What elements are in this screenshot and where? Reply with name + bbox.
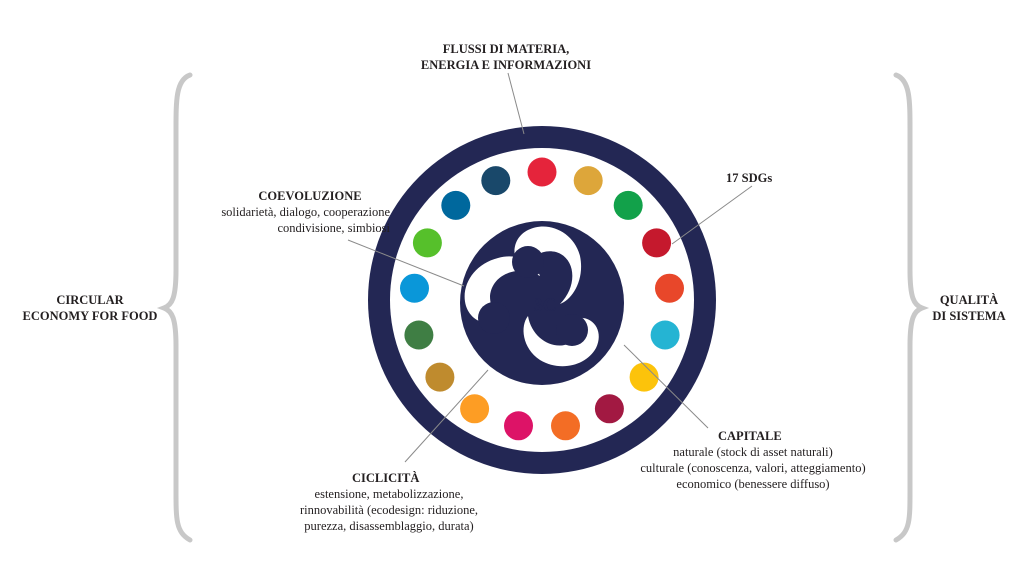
capitale-title: CAPITALE: [718, 429, 782, 443]
right-bracket-line1: QUALITÀ: [939, 293, 999, 307]
sdg-dot: [642, 228, 672, 258]
coevoluzione-title: COEVOLUZIONE: [258, 189, 362, 203]
sdg-dot: [404, 320, 434, 350]
sdgs-label: 17 SDGs: [726, 171, 773, 185]
sdg-dots-ring: [400, 157, 684, 441]
ciclicita-line3: purezza, disassemblaggio, durata): [304, 519, 474, 533]
leader-flussi: [507, 72, 525, 135]
sdg-dot: [613, 190, 643, 220]
left-bracket-line1: CIRCULAR: [56, 293, 124, 307]
sdg-dot: [504, 411, 533, 441]
sdg-dot: [655, 273, 684, 303]
left-bracket-line2: ECONOMY FOR FOOD: [22, 309, 158, 323]
sdg-dot: [412, 228, 442, 258]
coevoluzione-line1: solidarietà, dialogo, cooperazione: [221, 205, 390, 219]
sdg-dot: [629, 362, 659, 392]
leader-ciclicita: [404, 369, 489, 463]
right-bracket-label: QUALITÀ DI SISTEMA: [916, 292, 1022, 324]
ciclicita-title: CICLICITÀ: [352, 471, 420, 485]
leader-sdgs: [671, 185, 753, 245]
ciclicita-line1: estensione, metabolizzazione,: [314, 487, 464, 501]
coevoluzione-line2: condivisione, simbiosi: [277, 221, 391, 235]
capitale-line1: naturale (stock di asset naturali): [673, 445, 833, 459]
sdg-dot: [441, 190, 471, 220]
sdg-dot: [481, 166, 511, 196]
sdg-dot: [527, 157, 557, 187]
tomoe-swirl-right: [523, 316, 599, 367]
sdg-dot: [650, 320, 680, 350]
capitale-line2: culturale (conoscenza, valori, atteggiam…: [640, 461, 866, 475]
sdg-dot: [400, 273, 429, 303]
tomoe-swirls: [464, 226, 599, 367]
capitale-block: CAPITALE naturale (stock di asset natura…: [612, 428, 894, 492]
sdg-dot: [460, 394, 490, 424]
center-label: 3C: [533, 295, 556, 316]
flussi-line1: FLUSSI DI MATERIA,: [442, 42, 570, 56]
tomoe-swirl-top: [514, 226, 582, 304]
right-bracket-line2: DI SISTEMA: [932, 309, 1006, 323]
left-curly-bracket: [156, 72, 193, 543]
leader-capitale: [623, 344, 709, 429]
ciclicita-line2: rinnovabilità (ecodesign: riduzione,: [299, 503, 479, 517]
right-curly-bracket: [893, 72, 930, 543]
capitale-line3: economico (benessere diffuso): [676, 477, 830, 491]
sdg-dot: [425, 362, 455, 392]
sdg-dot: [551, 411, 580, 441]
flussi-label: FLUSSI DI MATERIA, ENERGIA E INFORMAZION…: [406, 41, 606, 73]
ciclicita-block: CICLICITÀ estensione, metabolizzazione, …: [284, 470, 494, 534]
leader-coevoluzione: [347, 239, 465, 287]
sdg-dot: [594, 394, 624, 424]
flussi-line2: ENERGIA E INFORMAZIONI: [420, 58, 592, 72]
left-bracket-label: CIRCULAR ECONOMY FOR FOOD: [10, 292, 170, 324]
sdg-dot: [573, 166, 603, 196]
coevoluzione-block: COEVOLUZIONE solidarietà, dialogo, coope…: [190, 188, 390, 236]
